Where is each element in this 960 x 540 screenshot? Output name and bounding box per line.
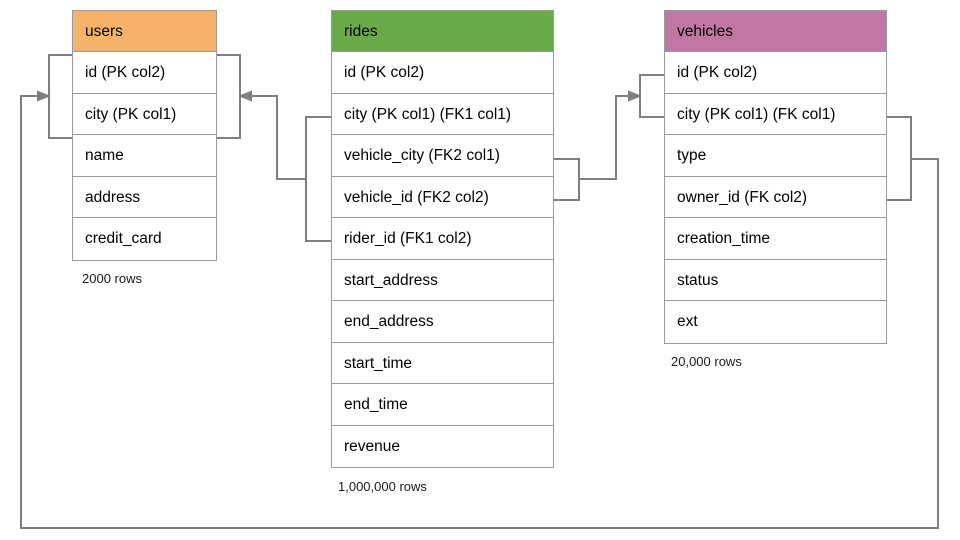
users-right-bracket [217,54,241,139]
field-rides-start-time[interactable]: start_time [332,342,553,384]
field-vehicles-ext[interactable]: ext [665,301,886,343]
entity-table-vehicles[interactable]: vehicles id (PK col2) city (PK col1) (FK… [664,10,887,344]
field-vehicles-status[interactable]: status [665,259,886,301]
arrowhead-rides-to-vehicles [628,90,642,102]
field-vehicles-type[interactable]: type [665,135,886,177]
entity-header-rides: rides [332,11,553,52]
field-rides-start-address[interactable]: start_address [332,259,553,301]
connector-rides-to-vehicles [579,95,632,180]
field-vehicles-creation-time[interactable]: creation_time [665,218,886,260]
field-vehicles-city[interactable]: city (PK col1) (FK col1) [665,93,886,135]
field-rides-vehicle-city[interactable]: vehicle_city (FK2 col1) [332,135,553,177]
entity-table-rides[interactable]: rides id (PK col2) city (PK col1) (FK1 c… [331,10,554,468]
field-vehicles-id[interactable]: id (PK col2) [665,52,886,94]
row-count-users: 2000 rows [82,271,142,286]
field-users-city[interactable]: city (PK col1) [73,93,216,135]
entity-table-users[interactable]: users id (PK col2) city (PK col1) name a… [72,10,217,261]
arrowhead-vehicles-to-users [37,90,51,102]
entity-header-vehicles: vehicles [665,11,886,52]
vehicles-right-bracket [887,116,912,201]
row-count-vehicles: 20,000 rows [671,354,742,369]
entity-title-vehicles: vehicles [677,23,733,40]
entity-title-rides: rides [344,23,378,40]
field-users-credit-card[interactable]: credit_card [73,218,216,260]
field-rides-end-address[interactable]: end_address [332,301,553,343]
field-users-name[interactable]: name [73,135,216,177]
rides-right-bracket [554,158,580,201]
vehicles-left-bracket [639,74,664,118]
field-users-id[interactable]: id (PK col2) [73,52,216,94]
field-rides-end-time[interactable]: end_time [332,384,553,426]
rides-left-bracket [305,116,331,242]
field-vehicles-owner-id[interactable]: owner_id (FK col2) [665,176,886,218]
field-rides-city[interactable]: city (PK col1) (FK1 col1) [332,93,553,135]
field-rides-rider-id[interactable]: rider_id (FK1 col2) [332,218,553,260]
field-rides-vehicle-id[interactable]: vehicle_id (FK2 col2) [332,176,553,218]
users-left-bracket [48,54,72,139]
field-users-address[interactable]: address [73,176,216,218]
connector-rides-to-users [248,95,306,180]
row-count-rides: 1,000,000 rows [338,479,427,494]
entity-title-users: users [85,23,123,40]
field-rides-revenue[interactable]: revenue [332,425,553,467]
arrowhead-rides-to-users [238,90,252,102]
field-rides-id[interactable]: id (PK col2) [332,52,553,94]
entity-header-users: users [73,11,216,52]
